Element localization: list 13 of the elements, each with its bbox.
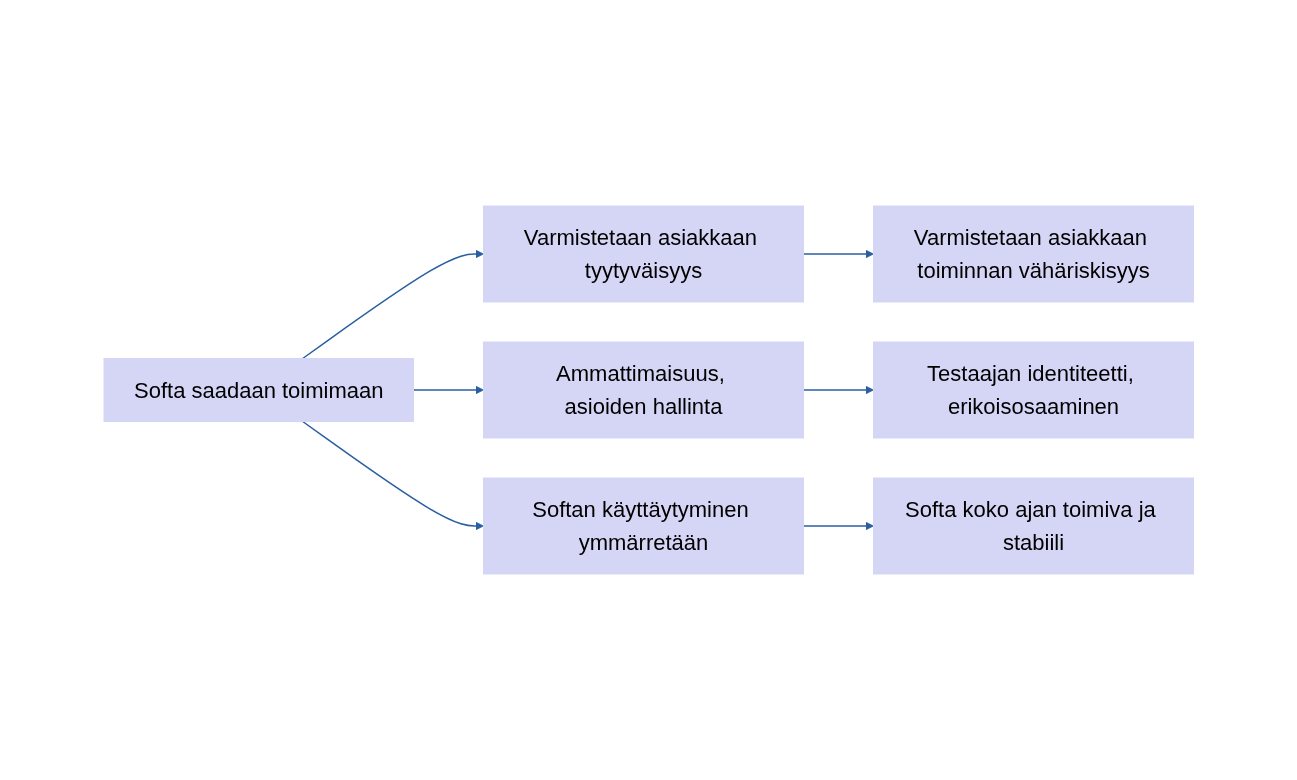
node-box: Softan käyttäytyminen ymmärretään xyxy=(482,477,804,575)
node-box: Ammattimaisuus, asioiden hallinta xyxy=(482,341,804,439)
arrow xyxy=(802,521,874,531)
arrow xyxy=(412,385,484,395)
arrow xyxy=(802,249,874,259)
node-box: Softa koko ajan toimiva ja stabiili xyxy=(872,477,1194,575)
node-box: Varmistetaan asiakkaan toiminnan vähäriskisyys xyxy=(872,205,1194,303)
node-box: Varmistetaan asiakkaan tyytyväisyys xyxy=(482,205,804,303)
arrow xyxy=(301,249,484,360)
arrow xyxy=(301,420,484,531)
node-box: Testaajan identiteetti, erikoisosaaminen xyxy=(872,341,1194,439)
arrow xyxy=(802,385,874,395)
node-box: Softa saadaan toimimaan xyxy=(103,358,414,422)
